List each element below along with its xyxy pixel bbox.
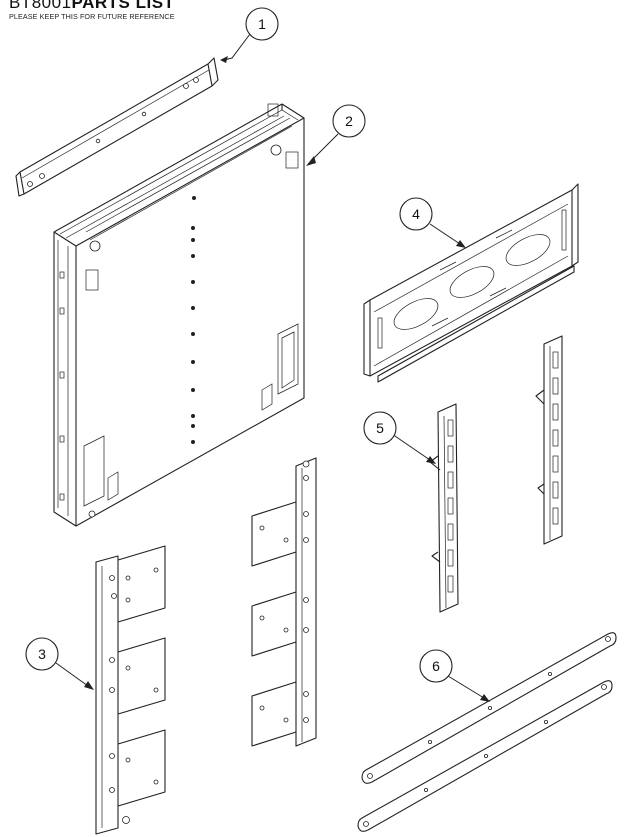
page-title: BT8001PARTS LIST [9,0,175,11]
part-6-cross-straps [357,632,617,832]
callout-5-circle [363,411,397,445]
callout-4-number: 4 [412,206,420,222]
callout-4-circle [399,197,433,231]
page-subtitle: PLEASE KEEP THIS FOR FUTURE REFERENCE [9,12,175,21]
callout-6-circle [419,649,453,683]
callout-5-number: 5 [376,420,384,436]
callout-2: 2 [306,104,366,166]
part-4-interface-bracket [363,183,579,383]
callout-3: 3 [25,637,94,690]
part-2-wall-box [53,103,305,527]
part-5-vertical-arms [429,335,563,613]
callout-2-number: 2 [345,113,353,129]
callout-6: 6 [419,649,490,702]
model-number: BT8001 [9,0,72,12]
callout-3-circle [25,637,59,671]
callout-3-number: 3 [38,646,46,662]
part-1-top-bracket [15,57,219,197]
callout-2-circle [332,104,366,138]
callout-4: 4 [399,197,466,248]
callout-5: 5 [363,411,436,464]
callout-6-number: 6 [432,658,440,674]
title-text: PARTS LIST [71,0,175,12]
callout-1: 1 [220,7,279,63]
callout-1-circle [245,7,279,41]
callout-1-number: 1 [258,16,266,32]
parts-list-header: BT8001PARTS LIST PLEASE KEEP THIS FOR FU… [9,0,175,21]
part-3-adaptor-plates [95,457,317,835]
